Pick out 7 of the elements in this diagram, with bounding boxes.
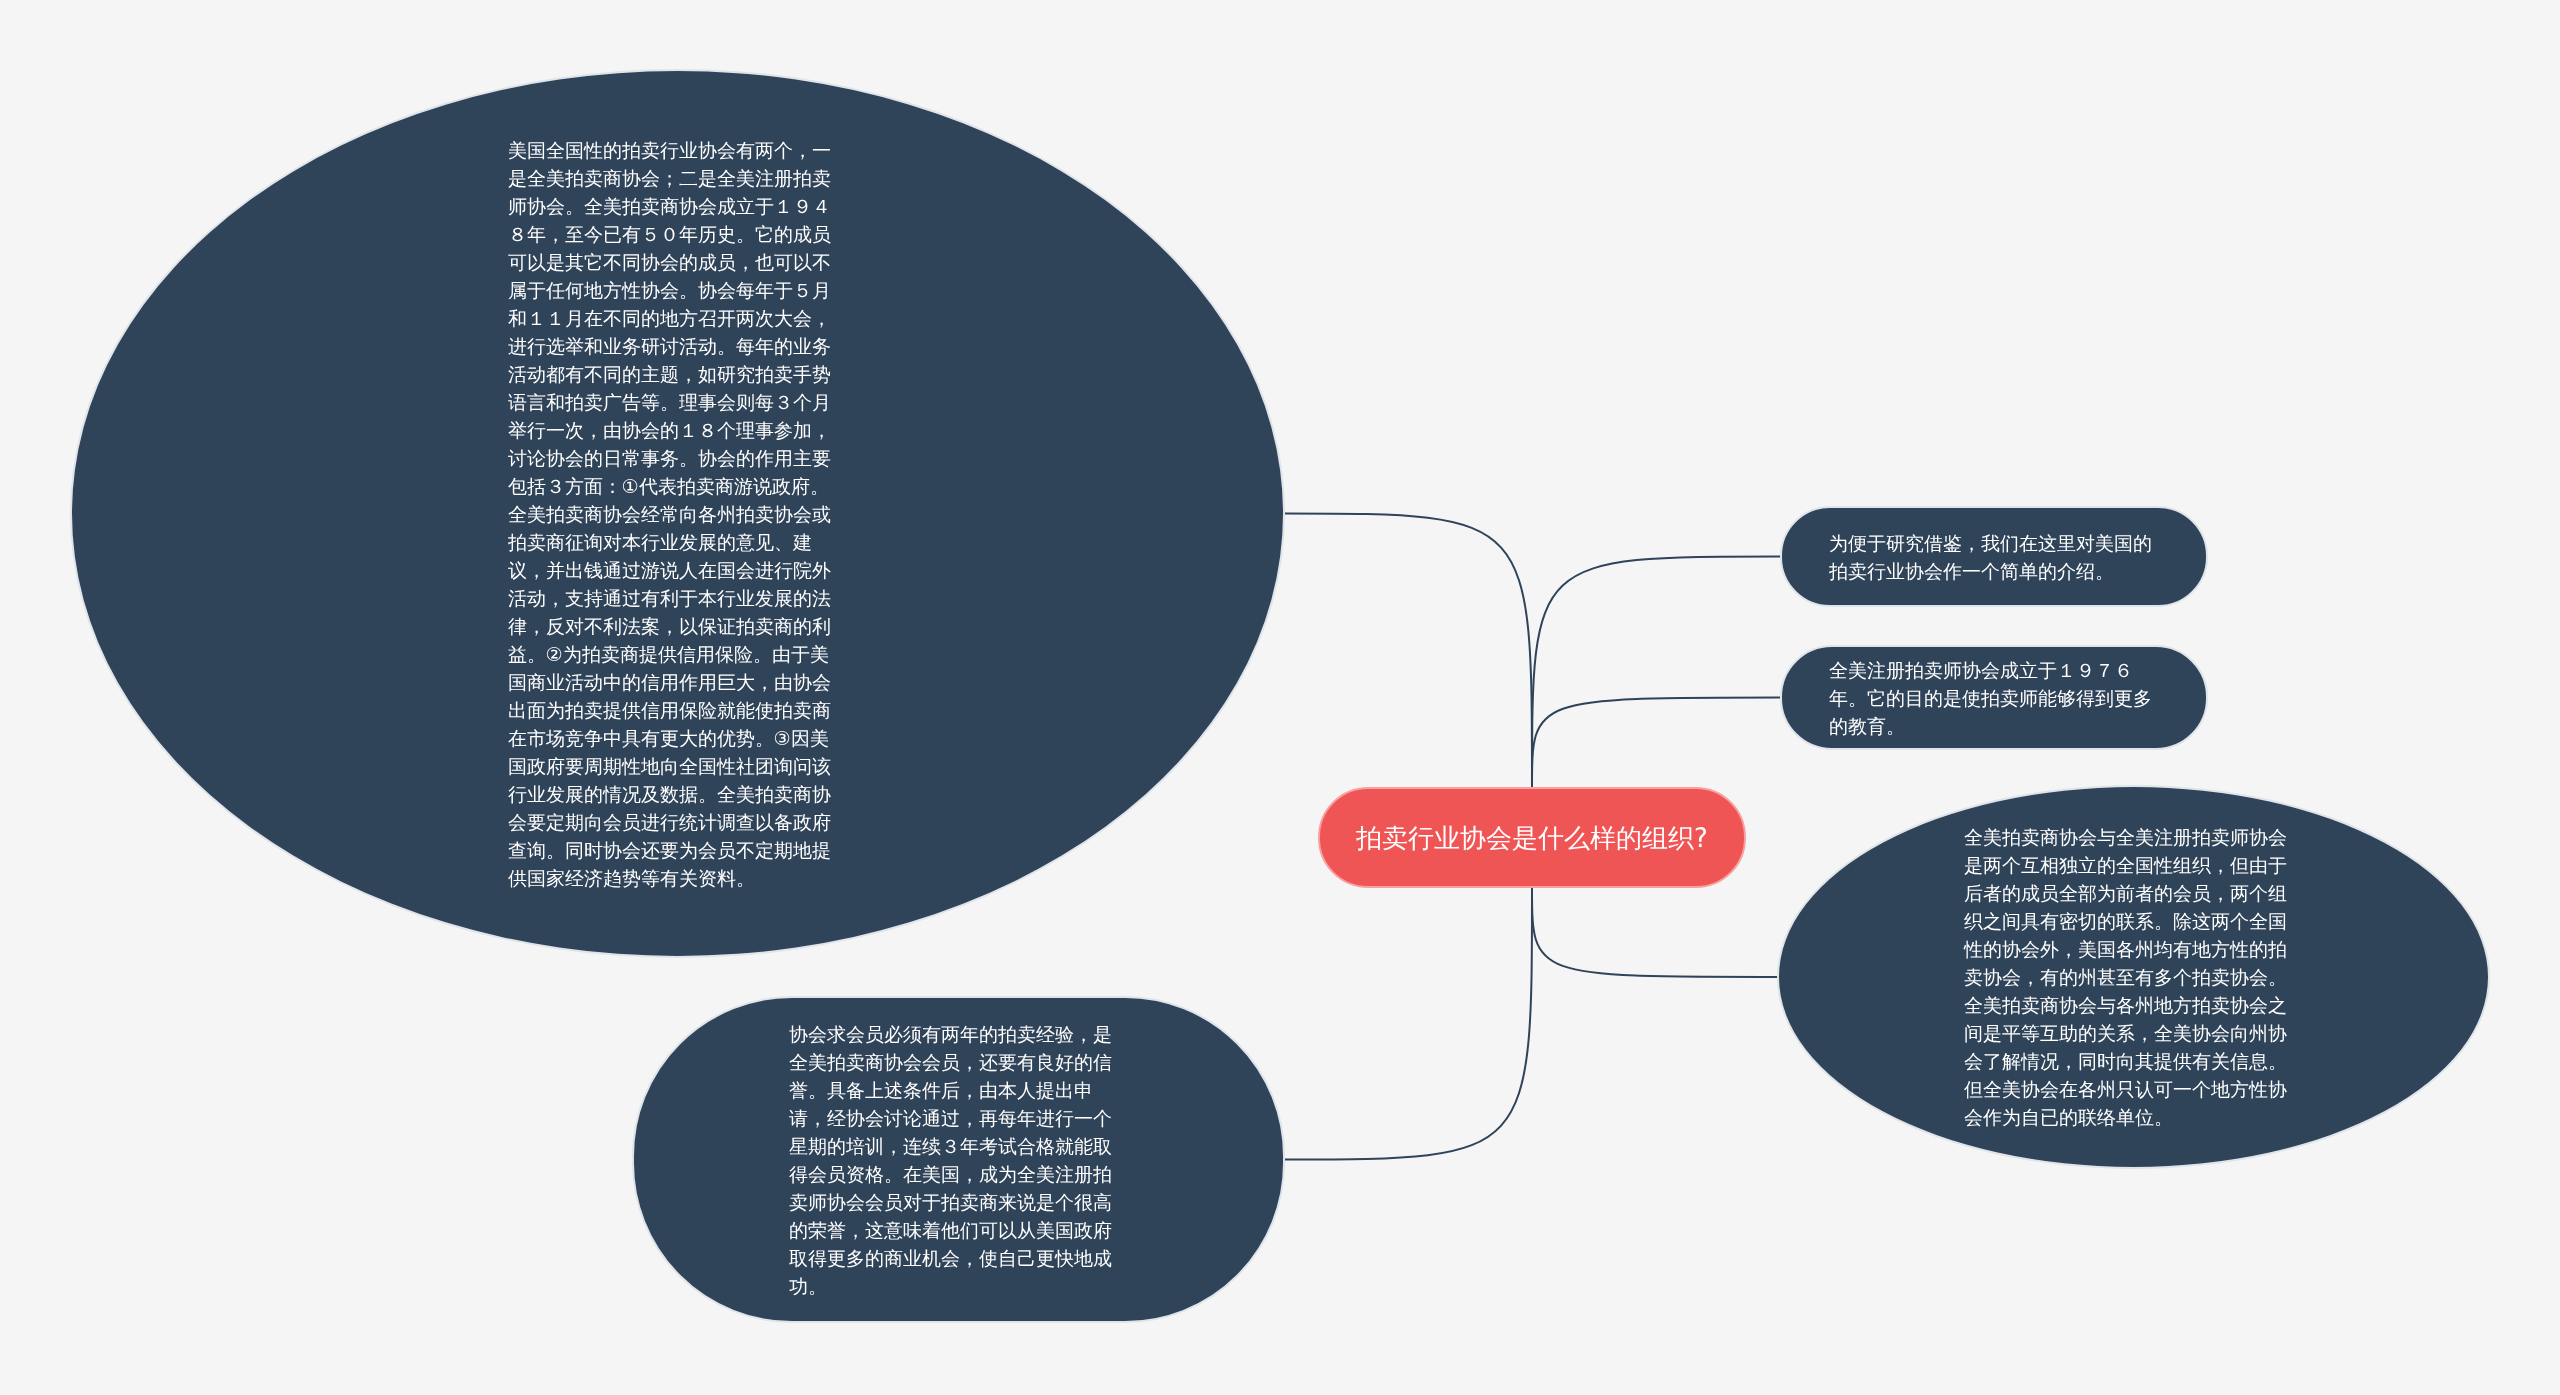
node-text: 协会求会员必须有两年的拍卖经验，是全美拍卖商协会会员，还要有良好的信誉。具备上述条件后，由本人提出申请，经协会讨论通过，再每年进行一个星期的培训，连续３年考试合格就能取得会员资格。在美国，成为全美注册拍卖师协会会员对于拍卖商来说是个很高的荣誉，这意味着他们可以从美国政府取得更多的商业机会，使自己更快地成功。 [788,1021,1113,1299]
connector-line [1531,696,1781,788]
node-text: 为便于研究借鉴，我们在这里对美国的拍卖行业协会作一个简单的介绍。 [1829,530,2153,584]
node-text: 全美拍卖商协会与全美注册拍卖师协会是两个互相独立的全国性组织，但由于后者的成员全部为前者的会员，两个组织之间具有密切的联系。除这两个全国性的协会外，美国各州均有地方性的拍卖协会，有的州甚至有多个拍卖协会。全美拍卖商协会与各州地方拍卖协会之间是平等互助的关系，全美协会向州协会了解情况，同时向其提供有关信息。但全美协会在各州只认可一个地方性协会作为自已的联络单位。 [1963,825,2288,1130]
node-text: 拍卖行业协会是什么样的组织? [1355,821,1709,855]
node-text: 全美注册拍卖师协会成立于１９７６年。它的目的是使拍卖师能够得到更多的教育。 [1829,657,2153,739]
node-text: 美国全国性的拍卖行业协会有两个，一是全美拍卖商协会；二是全美注册拍卖师协会。全美拍卖商协会成立于１９４８年，至今已有５０年历史。它的成员可以是其它不同协会的成员，也可以不属于任何地方性协会。协会每年于５月和１１月在不同的地方召开两次大会，进行选举和业务研讨活动。每年的业务活动都有不同的主题，如研究拍卖手势语言和拍卖广告等。理事会则每３个月举行一次，由协会的１８个理事参加，讨论协会的日常事务。协会的作用主要包括３方面：①代表拍卖商游说政府。全美拍卖商协会经常向各州拍卖协会或拍卖商征询对本行业发展的意见、建议，并出钱通过游说人在国会进行院外活动，支持通过有利于本行业发展的法律，反对不利法案，以保证拍卖商的利益。②为拍卖商提供信用保险。由于美国商业活动中的信用作用巨大，由协会出面为拍卖提供信用保险就能使拍卖商在市场竞争中具有更大的优势。③因美国政府要周期性地向全国性社团询问该行业发展的情况及数据。全美拍卖商协会要定期向会员进行统计调查以备政府查询。同时协会还要为会员不定期地提供国家经济趋势等有关资料。 [507,137,832,891]
